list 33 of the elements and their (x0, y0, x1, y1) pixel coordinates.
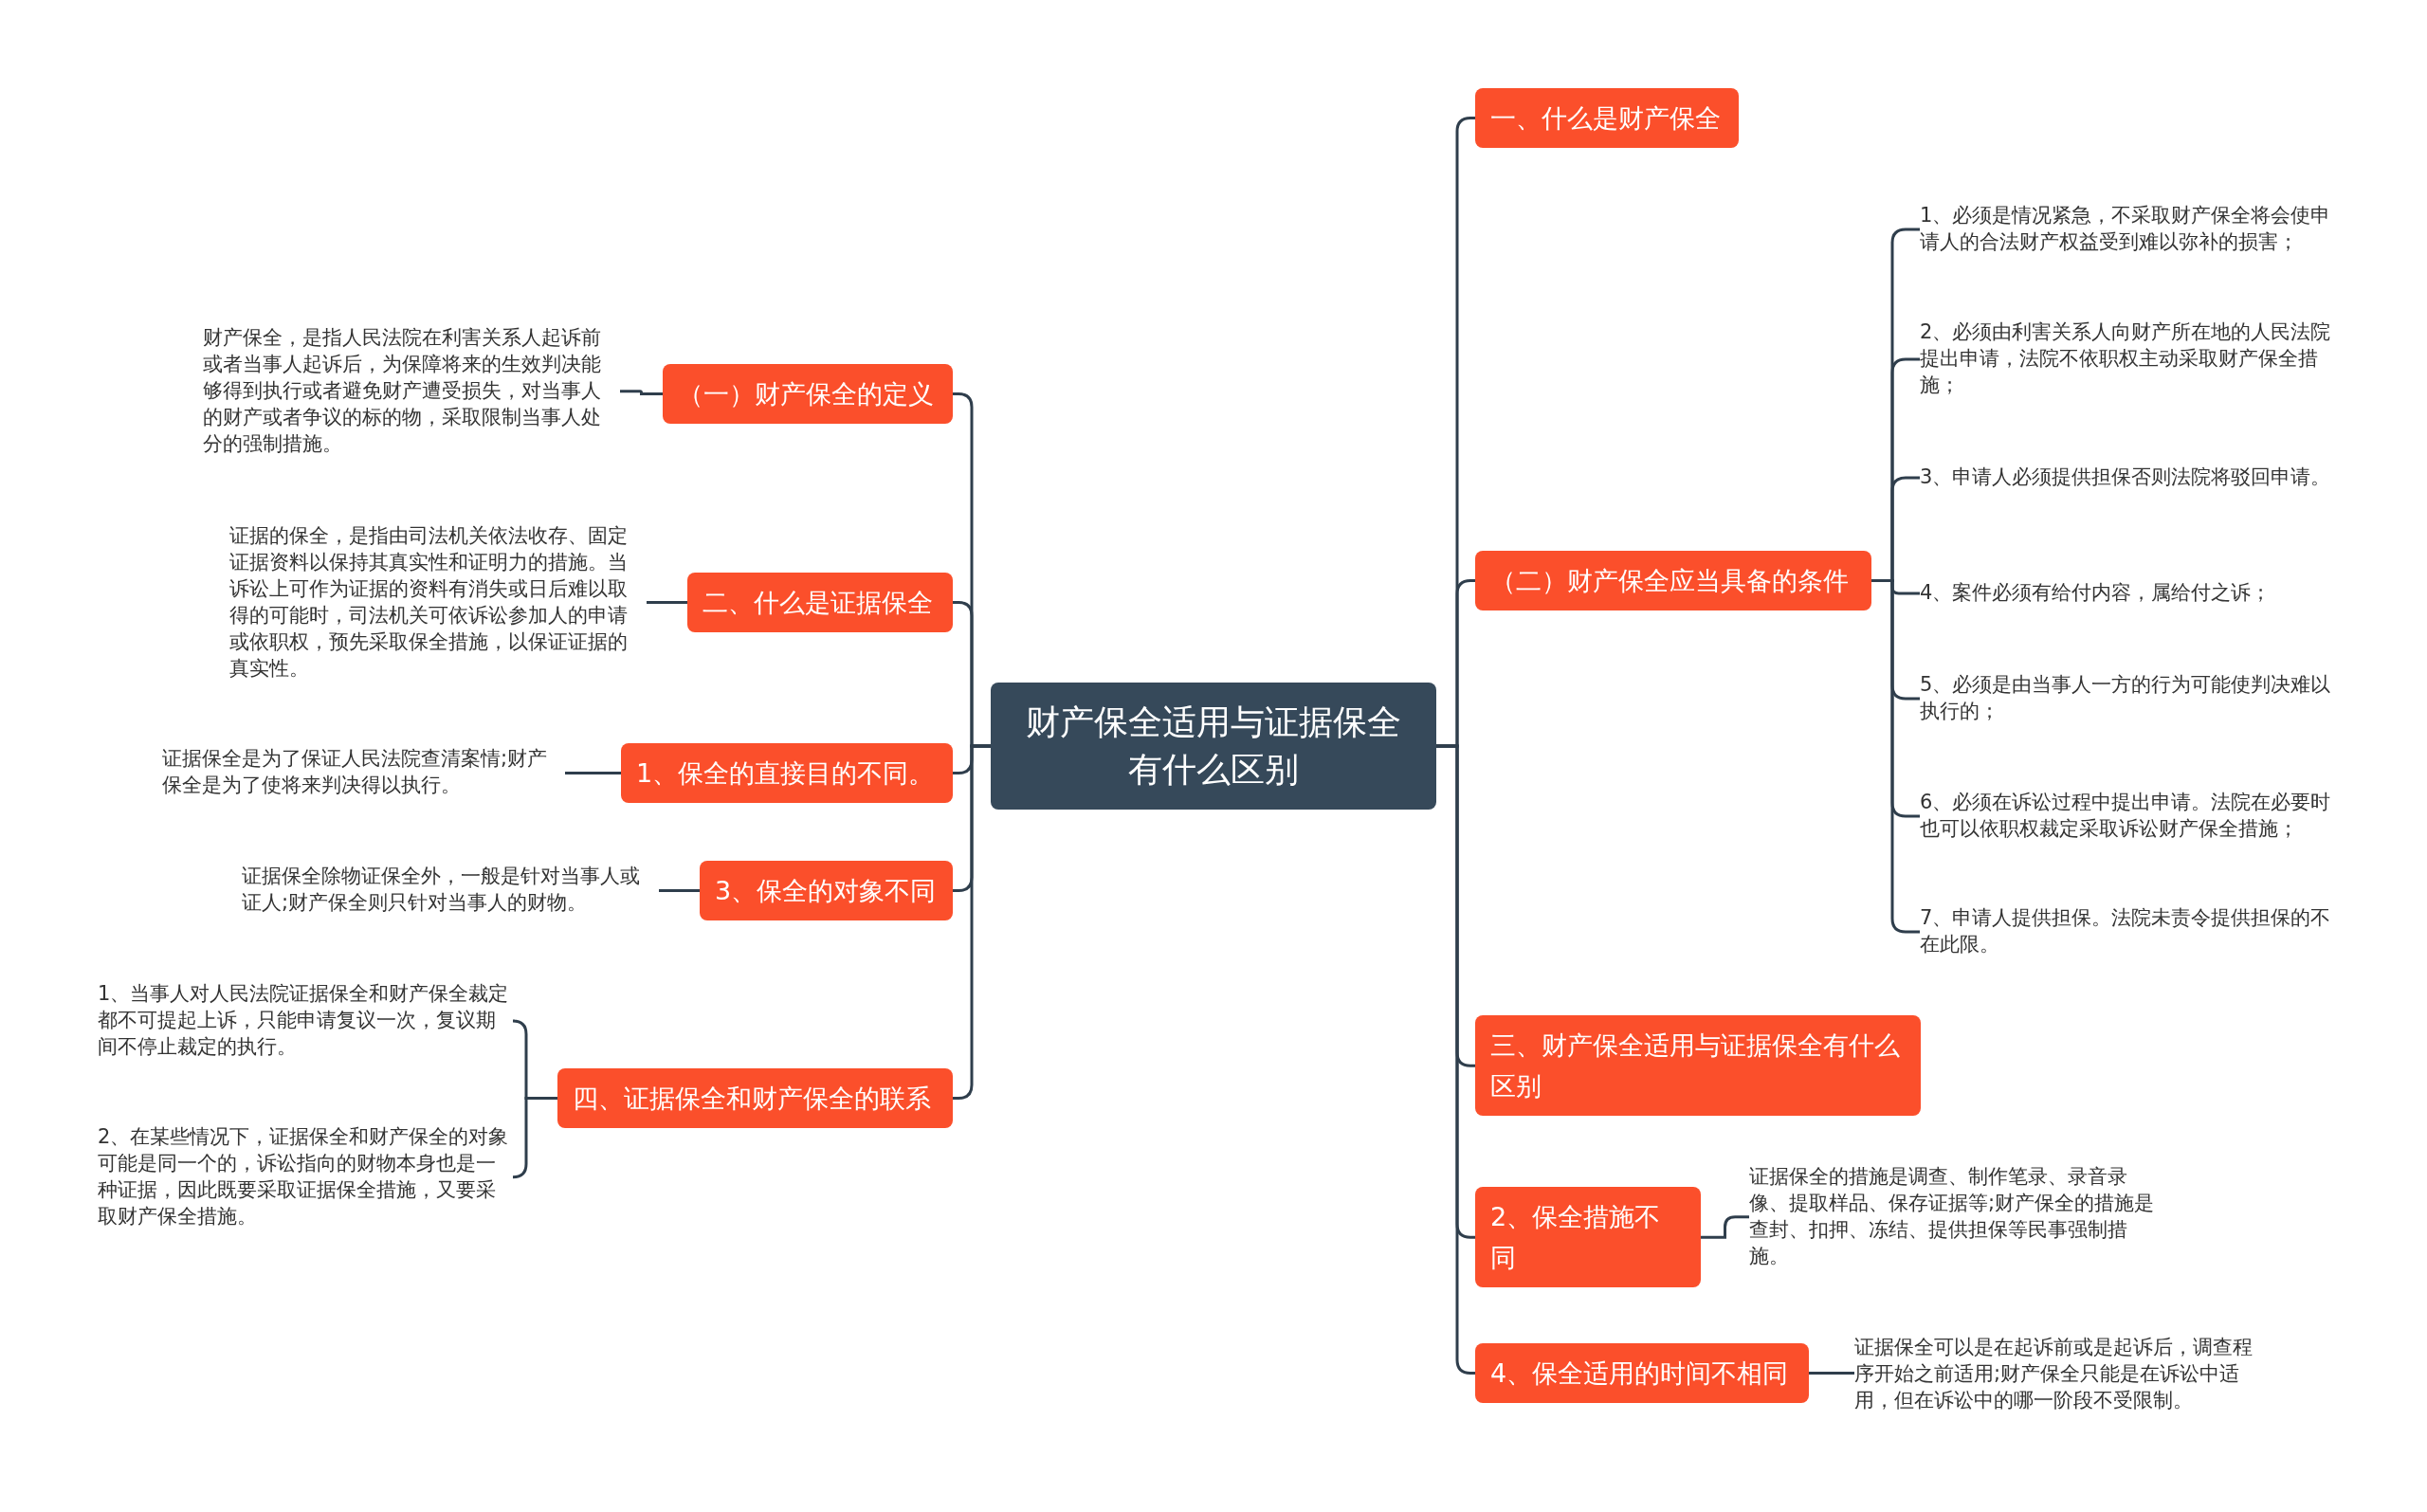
note-text: 7、申请人提供担保。法院未责令提供担保的不在此限。 (1920, 905, 2337, 958)
connector-line (647, 601, 687, 605)
note-text: 证据的保全，是指由司法机关依法收存、固定证据资料以保持其真实性和证明力的措施。当诉讼上可作为证据的资料有消失或日后难以取得的可能时，司法机关可依诉讼参加人的申请或依职权，预先采取保全措施，以保证证据的真实性。 (229, 523, 647, 683)
branch-box: 1、保全的直接目的不同。 (621, 743, 953, 804)
note-text: 3、申请人必须提供担保否则法院将驳回申请。 (1920, 465, 2337, 491)
branch-box: 四、证据保全和财产保全的联系 (557, 1068, 953, 1129)
connector-line (620, 390, 663, 396)
branch-box: 一、什么是财产保全 (1475, 88, 1739, 149)
connector-line (565, 772, 621, 775)
note-text: 财产保全，是指人民法院在利害关系人起诉前或者当事人起诉后，为保障将来的生效判决能够得到执行或者避免财产遭受损失，对当事人的财产或者争议的标的物，采取限制当事人处分的强制措施。 (203, 325, 620, 458)
note-text: 1、当事人对人民法院证据保全和财产保全裁定都不可提起上诉，只能申请复议一次，复议期间不停止裁定的执行。 (98, 981, 515, 1061)
branch-box: 三、财产保全适用与证据保全有什么区别 (1475, 1015, 1921, 1117)
connector-line (511, 1097, 557, 1179)
connector-line (659, 889, 700, 893)
note-text: 1、必须是情况紧急，不采取财产保全将会使申请人的合法财产权益受到难以弥补的损害； (1920, 203, 2337, 256)
note-text: 证据保全除物证保全外，一般是针对当事人或证人;财产保全则只针对当事人的财物。 (242, 864, 659, 917)
note-text: 2、必须由利害关系人向财产所在地的人民法院提出申请，法院不依职权主动采取财产保全措施； (1920, 319, 2337, 399)
connector-line (1701, 1215, 1749, 1239)
branch-box: 二、什么是证据保全 (687, 573, 953, 633)
connector-line (1809, 1372, 1854, 1375)
branch-box: 2、保全措施不同 (1475, 1187, 1701, 1288)
note-text: 5、必须是由当事人一方的行为可能使判决难以执行的； (1920, 672, 2337, 725)
branch-box: （一）财产保全的定义 (663, 364, 953, 425)
note-text: 证据保全的措施是调查、制作笔录、录音录像、提取样品、保存证据等;财产保全的措施是查封、扣押、冻结、提供担保等民事强制措施。 (1749, 1164, 2166, 1270)
note-text: 证据保全是为了保证人民法院查清案情;财产保全是为了使将来判决得以执行。 (162, 746, 565, 799)
branch-box: （二）财产保全应当具备的条件 (1475, 551, 1871, 611)
note-text: 证据保全可以是在起诉前或是起诉后，调查程序开始之前适用;财产保全只能是在诉讼中适用，但在诉讼中的哪一阶段不受限制。 (1854, 1335, 2272, 1414)
note-text: 6、必须在诉讼过程中提出申请。法院在必要时也可以依职权裁定采取诉讼财产保全措施； (1920, 790, 2337, 843)
central-topic-box: 财产保全适用与证据保全有什么区别 (991, 683, 1436, 810)
branch-box: 3、保全的对象不同 (700, 861, 953, 921)
note-text: 2、在某些情况下，证据保全和财产保全的对象可能是同一个的，诉讼指向的财物本身也是一种证据，因此既要采取证据保全措施，又要采取财产保全措施。 (98, 1124, 515, 1230)
note-text: 4、案件必须有给付内容，属给付之诉； (1920, 580, 2337, 607)
branch-box: 4、保全适用的时间不相同 (1475, 1343, 1809, 1404)
